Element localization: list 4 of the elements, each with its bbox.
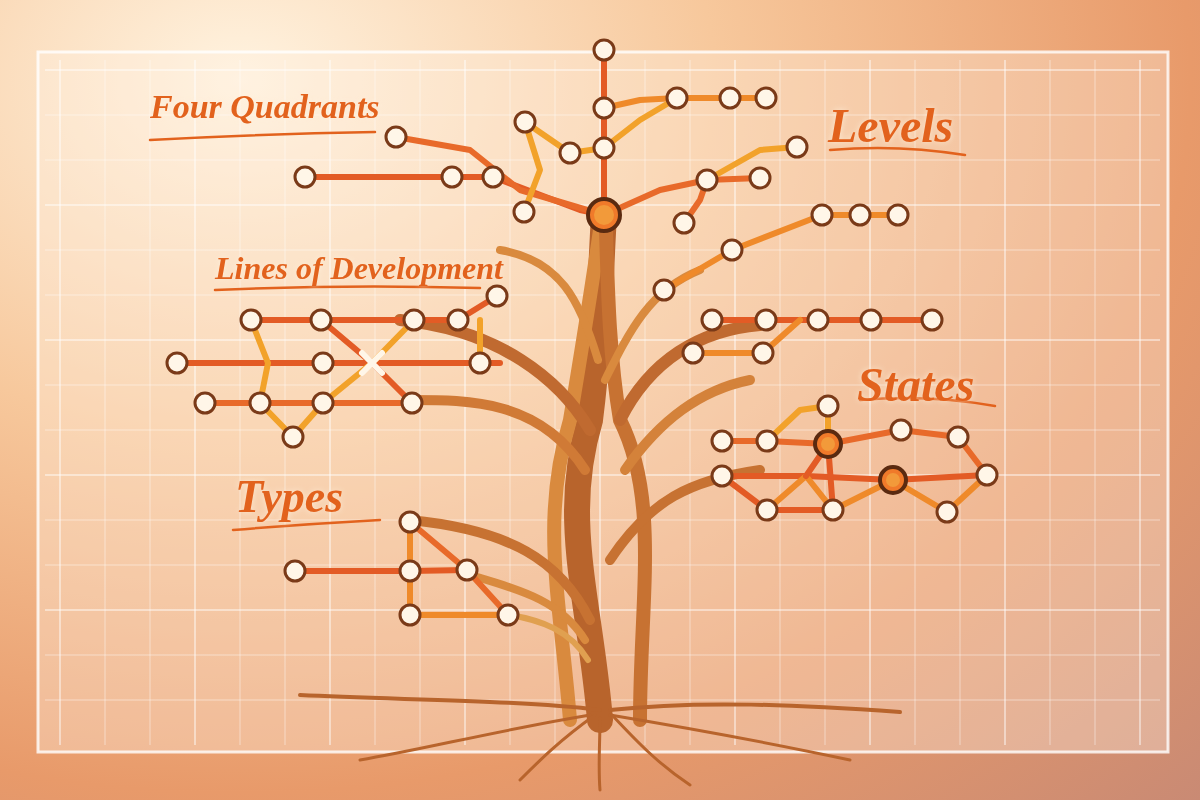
category-label: Four Quadrants <box>150 88 380 126</box>
category-label: Types <box>235 470 344 523</box>
category-label: Lines of Development <box>215 250 503 287</box>
category-label: Levels <box>828 98 954 153</box>
